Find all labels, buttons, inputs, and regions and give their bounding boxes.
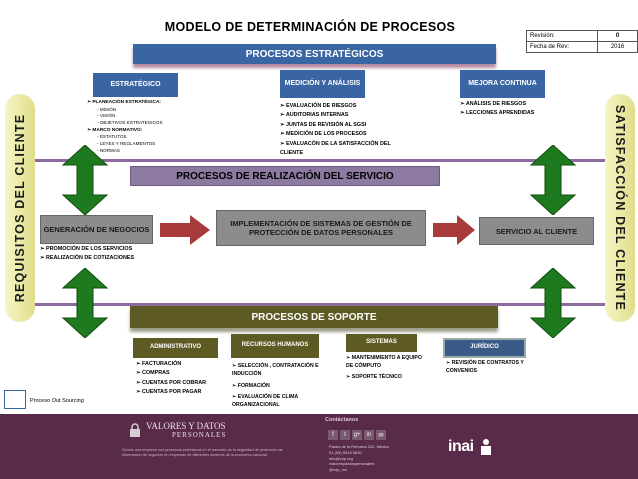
- realization-processes-band: PROCESOS DE REALIZACIÓN DEL SERVICIO: [130, 166, 440, 186]
- date-value: 2016: [597, 41, 638, 53]
- administrative-box: ADMINISTRATIVO: [133, 338, 218, 358]
- list-item: FORMACIÓN: [232, 383, 332, 391]
- google-plus-icon[interactable]: g+: [352, 430, 362, 440]
- email-icon[interactable]: ✉: [376, 430, 386, 440]
- left-upper-double-arrow-icon: [61, 145, 109, 215]
- linkedin-icon[interactable]: in: [364, 430, 374, 440]
- right-lower-double-arrow-icon: [529, 268, 577, 338]
- list-item: ESTATUTOS: [97, 134, 237, 141]
- customer-requirements-label: REQUISITOS DEL CLIENTE: [13, 113, 27, 303]
- footer-bar: [0, 414, 638, 479]
- improvement-list: ANÁLISIS DE RIESGOS LECCIONES APRENDIDAS: [460, 100, 560, 119]
- list-item: CUENTAS POR COBRAR: [136, 379, 226, 388]
- contact-twitter[interactable]: @vdp_mx: [329, 467, 348, 473]
- social-icons: f t g+ in ✉: [328, 430, 386, 440]
- right-arrow-icon: [160, 215, 210, 245]
- business-generation-box: GENERACIÓN DE NEGOCIOS: [40, 215, 153, 244]
- footer-logo-line2: PERSONALES: [172, 431, 227, 439]
- contact-facebook[interactable]: /valoresydatospersonales: [329, 461, 375, 467]
- inai-emblem-icon: [481, 439, 491, 455]
- list-item: NORMAS: [97, 148, 237, 155]
- legal-list: REVISIÓN DE CONTRATOS Y CONVENIOS: [446, 360, 536, 376]
- separator-line-bottom: [35, 303, 605, 306]
- list-item: PLANEACIÓN ESTRATÉGICA:: [87, 99, 237, 107]
- list-item: OBJETIVOS ESTRATEGICOS: [97, 120, 237, 127]
- list-item: AUDITORIAS INTERNAS: [280, 111, 400, 120]
- list-item: REVISIÓN DE CONTRATOS Y CONVENIOS: [446, 360, 536, 376]
- list-item: MISIÓN: [97, 107, 237, 114]
- administrative-list: FACTURACIÓN COMPRAS CUENTAS POR COBRAR C…: [136, 360, 226, 398]
- human-resources-list: SELECCIÓN , CONTRATACIÓN E INDUCCIÓN FOR…: [232, 363, 332, 410]
- list-item: MARCO NORMATIVO:: [87, 127, 237, 135]
- measurement-list: EVALUACIÓN DE RIESGOS AUDITORIAS INTERNA…: [280, 102, 400, 159]
- inai-logo: inai: [448, 438, 474, 455]
- separator-line-top: [35, 159, 605, 162]
- list-item: PROMOCIÓN DE LOS SERVICIOS: [40, 245, 170, 254]
- right-upper-double-arrow-icon: [529, 145, 577, 215]
- business-generation-list: PROMOCIÓN DE LOS SERVICIOS REALIZACIÓN D…: [40, 245, 170, 264]
- list-item: EVALUACIÓN DE CLIMA ORGANIZACIONAL: [232, 394, 332, 410]
- strategic-processes-band: PROCESOS ESTRATÉGICOS: [133, 44, 496, 64]
- list-item: CUENTAS POR PAGAR: [136, 388, 226, 397]
- footer-contact-title: Contáctanos: [325, 417, 359, 423]
- list-item: LEYES Y REGLAMENTOS: [97, 141, 237, 148]
- revision-label: Revisión:: [526, 30, 598, 42]
- contact-address: Paseo de la Reforma 222, México: [329, 444, 390, 449]
- list-item: SOPORTE TÉCNICO: [346, 374, 426, 382]
- list-item: ANÁLISIS DE RIESGOS: [460, 100, 560, 109]
- list-item: EVALUACÓN DE LA SATISFACCIÓN DEL CLIENTE: [280, 140, 400, 159]
- legal-box: JURÍDICO: [443, 338, 526, 358]
- measurement-analysis-box: MEDICIÓN Y ANÁLISIS: [280, 70, 365, 98]
- right-arrow-icon: [433, 215, 475, 245]
- left-lower-double-arrow-icon: [61, 268, 109, 338]
- implementation-box: IMPLEMENTACIÓN DE SISTEMAS DE GESTIÓN DE…: [216, 210, 426, 246]
- systems-list: MANTENIMIENTO A EQUIPO DE CÓMPUTO SOPORT…: [346, 355, 426, 381]
- continuous-improvement-box: MEJORA CONTINUA: [460, 70, 545, 98]
- support-processes-band: PROCESOS DE SOPORTE: [130, 306, 498, 328]
- contact-phone: 01 (55) 5514 5830: [329, 449, 362, 455]
- list-item: REALIZACIÓN DE COTIZACIONES: [40, 254, 170, 263]
- footer-logo: VALORES Y DATOS PERSONALES: [130, 422, 230, 439]
- customer-requirements-capsule: REQUISITOS DEL CLIENTE: [5, 94, 35, 322]
- padlock-icon: [130, 423, 140, 437]
- list-item: JUNTAS DE REVISIÓN AL SGSI: [280, 121, 400, 130]
- outsourcing-legend-label: Proceso Out Sourcing: [30, 398, 84, 404]
- list-item: LECCIONES APRENDIDAS: [460, 109, 560, 118]
- list-item: MANTENIMIENTO A EQUIPO DE CÓMPUTO: [346, 355, 426, 371]
- list-item: VISIÓN: [97, 113, 237, 120]
- contact-email[interactable]: info@vdp.org: [329, 455, 353, 461]
- footer-contact-lines: Paseo de la Reforma 222, México 01 (55) …: [329, 444, 389, 473]
- revision-table: Revisión: 0 Fecha de Rev: 2016: [526, 30, 638, 53]
- strategic-list: PLANEACIÓN ESTRATÉGICA: MISIÓN VISIÓN OB…: [87, 99, 237, 154]
- systems-box: SISTEMAS: [346, 334, 417, 352]
- twitter-icon[interactable]: t: [340, 430, 350, 440]
- list-item: SELECCIÓN , CONTRATACIÓN E INDUCCIÓN: [232, 363, 332, 379]
- page-title: MODELO DE DETERMINACIÓN DE PROCESOS: [164, 20, 456, 34]
- strategic-box: ESTRATÉGICO: [93, 73, 178, 97]
- outsourcing-legend-swatch: [4, 390, 26, 409]
- customer-service-box: SERVICIO AL CLIENTE: [479, 217, 594, 245]
- footer-logo-line1: VALORES Y DATOS: [146, 421, 226, 431]
- customer-satisfaction-label: SATISFACCIÓN DEL CLIENTE: [613, 104, 628, 312]
- revision-value: 0: [597, 30, 638, 42]
- date-label: Fecha de Rev:: [526, 41, 598, 53]
- list-item: FACTURACIÓN: [136, 360, 226, 369]
- footer-description: Somos una empresa con presencia profesio…: [122, 448, 283, 458]
- list-item: EVALUACIÓN DE RIESGOS: [280, 102, 400, 111]
- human-resources-box: RECURSOS HUMANOS: [231, 334, 319, 358]
- list-item: MEDICIÓN DE LOS PROCESOS: [280, 130, 400, 139]
- customer-satisfaction-capsule: SATISFACCIÓN DEL CLIENTE: [605, 94, 635, 322]
- list-item: COMPRAS: [136, 369, 226, 378]
- facebook-icon[interactable]: f: [328, 430, 338, 440]
